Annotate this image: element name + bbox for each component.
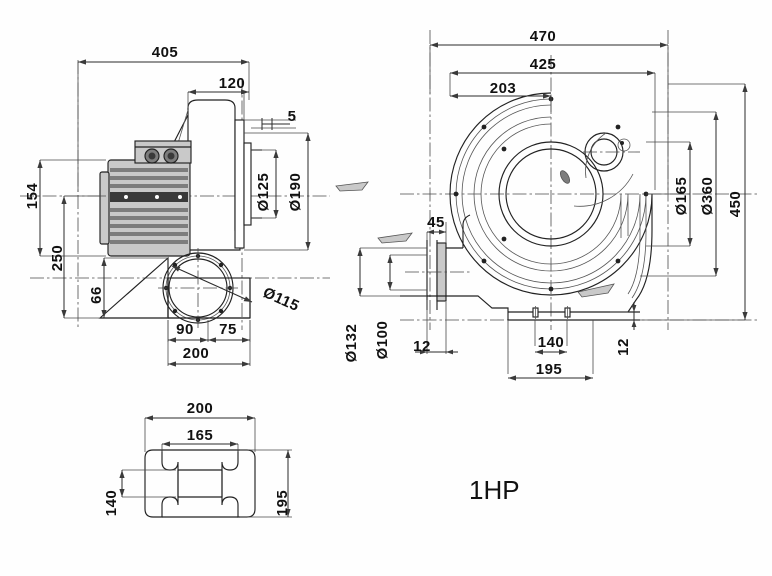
side-extension-lines — [40, 62, 308, 366]
dim-dia360: Ø360 — [699, 177, 716, 216]
dim-140: 140 — [538, 334, 565, 351]
dim-dia132: Ø132 — [343, 324, 360, 363]
dim-195-base: 195 — [274, 490, 291, 517]
front-volute-view: 470 425 203 Ø165 Ø360 450 45 Ø132 Ø100 1… — [343, 28, 760, 381]
volute-lower-transition — [463, 295, 509, 320]
grease-port — [617, 138, 631, 152]
motor-terminal-box — [134, 140, 192, 164]
dim-165: 165 — [187, 427, 214, 444]
base-plate-left-edge — [144, 449, 179, 518]
dim-75: 75 — [219, 321, 237, 338]
base-block — [167, 277, 251, 319]
dim-120: 120 — [219, 75, 246, 92]
base-plate-plan-view: 200 165 140 195 — [103, 400, 292, 518]
volute-bolt-holes — [453, 96, 649, 292]
volute-scroll-line-3 — [461, 104, 641, 295]
inlet-flange-side — [243, 142, 252, 226]
dim-405: 405 — [152, 44, 179, 61]
dim-dia115: Ø115 — [260, 284, 302, 315]
bottom-extension-lines — [122, 418, 292, 518]
front-dimension-lines — [357, 42, 748, 381]
bracket-gusset-left — [98, 256, 169, 319]
bottom-dimension-lines — [119, 415, 291, 517]
volute-outer-scroll — [449, 92, 653, 313]
impeller-inner-circle — [505, 148, 597, 240]
bearing-bracket-arc — [585, 132, 607, 179]
base-plate-right-edge — [221, 449, 256, 518]
shaft-bearing-detail — [559, 132, 640, 207]
dim-140-base: 140 — [103, 490, 120, 517]
dim-5: 5 — [288, 108, 297, 125]
motor-rear-cap — [99, 171, 110, 245]
motor-midband — [112, 193, 186, 201]
front-extension-lines — [360, 45, 745, 374]
base-feet-front — [532, 306, 571, 319]
dim-12-vertical: 12 — [615, 338, 632, 356]
dim-dia165: Ø165 — [673, 177, 690, 216]
dim-154: 154 — [24, 183, 41, 210]
dim-12-horizontal: 12 — [413, 338, 431, 355]
tension-lug — [559, 170, 571, 184]
volute-scroll-line-5 — [480, 123, 622, 265]
impeller-outer-circle — [498, 141, 604, 247]
housing-backplate — [234, 119, 245, 249]
side-dimension-lines — [37, 59, 311, 367]
dim-200-side: 200 — [183, 345, 210, 362]
dim-dia190: Ø190 — [287, 173, 304, 212]
dim-470: 470 — [530, 28, 557, 45]
side-elevation-view: 405 120 5 154 250 66 Ø125 Ø190 Ø115 90 7… — [20, 44, 330, 367]
dim-dia125: Ø125 — [255, 173, 272, 212]
dim-200-base: 200 — [187, 400, 214, 417]
dim-195: 195 — [536, 361, 563, 378]
volute-scroll-line-2 — [455, 98, 647, 299]
dim-450: 450 — [727, 191, 744, 218]
section-arrow-markers — [335, 181, 615, 298]
dim-90: 90 — [176, 321, 194, 338]
section-arrow-front-left — [377, 232, 413, 244]
bearing-bracket-arc2 — [573, 173, 634, 207]
motor-assembly-side — [99, 140, 192, 257]
power-rating-label: 1HP — [469, 475, 520, 505]
outlet-flange-side — [158, 248, 238, 328]
section-arrow-front-bottom — [577, 283, 615, 298]
dim-dia100: Ø100 — [374, 321, 391, 360]
dim-66: 66 — [88, 286, 105, 304]
housing-side-profile — [187, 99, 241, 251]
section-arrow-side-right — [335, 181, 369, 192]
dim-203: 203 — [490, 80, 517, 97]
dim-425: 425 — [530, 56, 557, 73]
dim-250: 250 — [49, 245, 66, 272]
inlet-duct-top-bend — [462, 214, 471, 248]
dim-45: 45 — [427, 214, 445, 231]
volute-scroll-line-4 — [473, 116, 629, 272]
